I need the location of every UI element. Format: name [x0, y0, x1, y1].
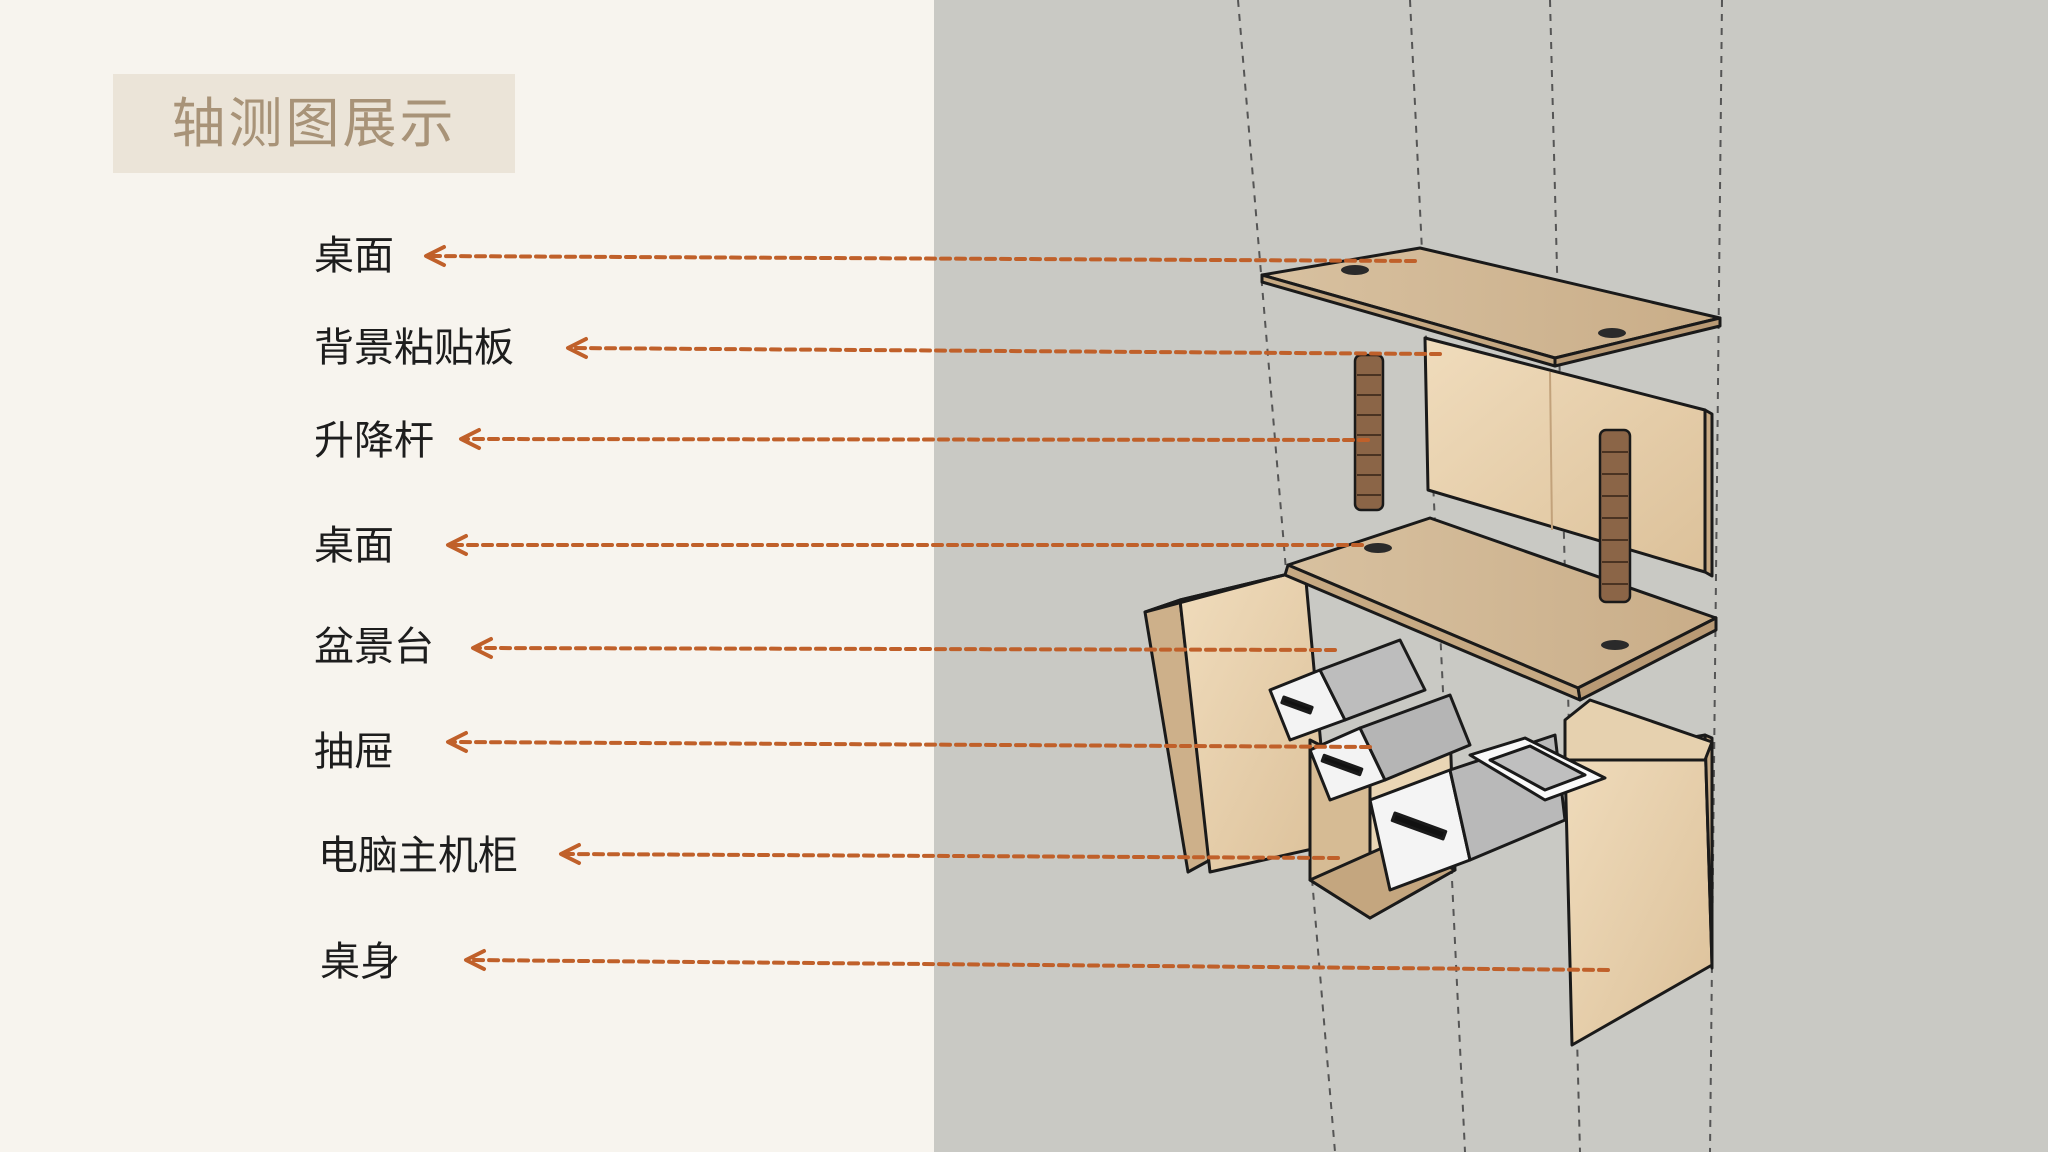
arrowhead-background-board	[566, 337, 588, 359]
lifting-rods	[1353, 353, 1632, 604]
label-lifting-rod: 升降杆	[314, 418, 434, 464]
leader-arrows	[428, 254, 1610, 972]
arrowhead-lifting-rod	[459, 428, 481, 450]
arrowhead-drawer	[446, 731, 468, 753]
arrowhead-desk-body	[464, 949, 486, 971]
leader-lifting-rod	[463, 437, 1370, 442]
drawers	[1268, 638, 1607, 892]
upper-desktop-shape	[1260, 246, 1722, 368]
desk-left-panel	[1143, 568, 1332, 874]
label-pc-cabinet: 电脑主机柜	[318, 833, 518, 879]
label-background-board: 背景粘贴板	[314, 325, 514, 371]
background-board-shape	[1423, 336, 1714, 578]
arrowhead-desktop-top	[424, 245, 446, 267]
label-desk-body: 桌身	[320, 939, 400, 985]
desk-right-panel	[1563, 698, 1714, 1047]
leader-pc-cabinet	[563, 852, 1340, 860]
leader-desktop-top	[428, 254, 1417, 263]
leader-drawer	[450, 740, 1372, 749]
label-desktop-top: 桌面	[314, 233, 394, 279]
leader-desk-body	[468, 958, 1610, 972]
arrow-heads	[424, 245, 588, 971]
arrowhead-desktop-lower	[446, 534, 468, 556]
label-bonsai-stand: 盆景台	[314, 624, 434, 670]
lower-desktop-shape	[1283, 516, 1718, 702]
leader-background-board	[570, 346, 1442, 356]
arrowhead-bonsai-stand	[471, 637, 493, 659]
arrowhead-pc-cabinet	[559, 843, 581, 865]
page-title: 轴测图展示	[113, 74, 515, 173]
label-drawer: 抽屉	[314, 729, 394, 775]
label-desktop-lower: 桌面	[314, 523, 394, 569]
leader-bonsai-stand	[475, 646, 1337, 652]
